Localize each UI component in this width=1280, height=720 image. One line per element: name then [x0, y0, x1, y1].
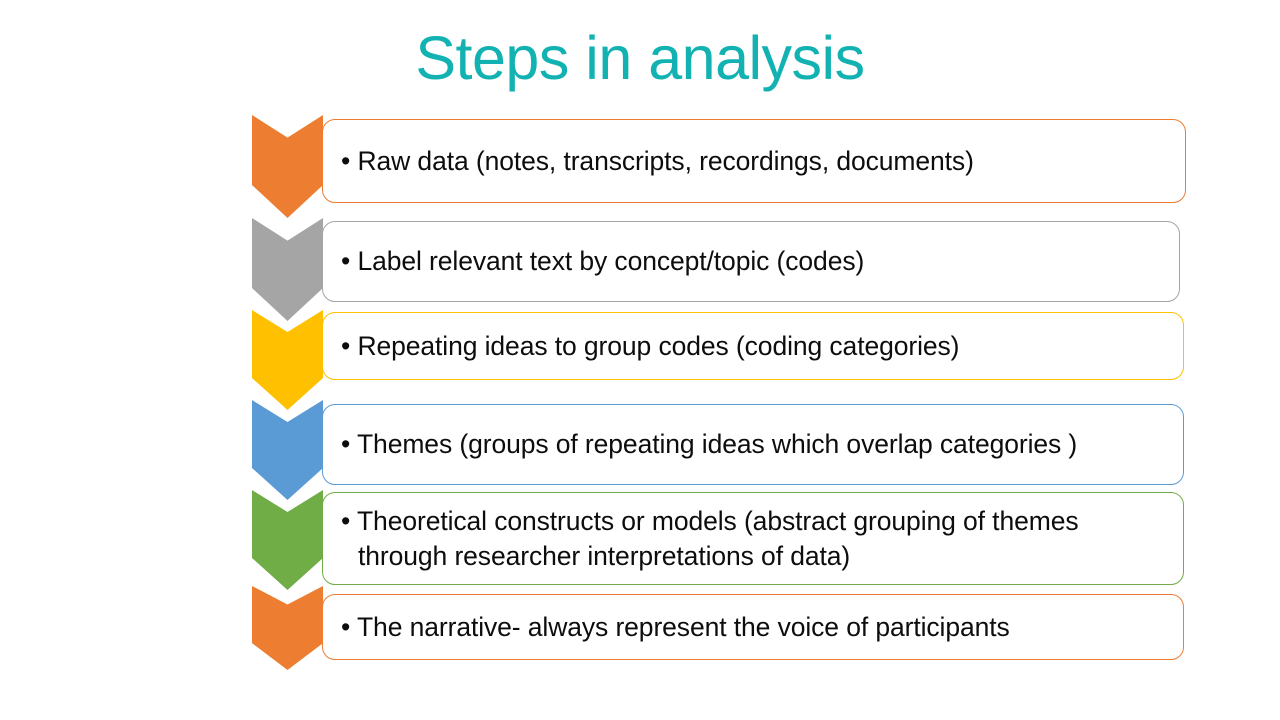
page-title: Steps in analysis — [415, 24, 865, 92]
step-text-2: • Label relevant text by concept/topic (… — [340, 244, 878, 279]
bullet-icon: • — [341, 246, 358, 276]
step-text-6: • The narrative- always represent the vo… — [340, 610, 1024, 645]
step-box-2[interactable]: • Label relevant text by concept/topic (… — [322, 221, 1180, 302]
step-text-4: • Themes (groups of repeating ideas whic… — [340, 427, 1091, 462]
step-label-4: Themes (groups of repeating ideas which … — [356, 429, 1078, 459]
step-box-3[interactable]: • Repeating ideas to group codes (coding… — [322, 312, 1184, 380]
chevron-arrow-4 — [252, 400, 323, 500]
step-label-2: Label relevant text by concept/topic (co… — [357, 246, 865, 276]
step-label-6: The narrative- always represent the voic… — [356, 611, 1010, 642]
step-text-5: • Theoretical constructs or models (abst… — [340, 504, 1183, 574]
step-box-6[interactable]: • The narrative- always represent the vo… — [322, 594, 1184, 660]
bullet-icon: • — [341, 429, 357, 459]
step-label-5: Theoretical constructs or models (abstra… — [356, 505, 1079, 571]
bullet-icon: • — [341, 330, 358, 361]
chevron-arrow-2 — [252, 218, 323, 321]
step-label-3: Repeating ideas to group codes (coding c… — [357, 330, 960, 361]
chevron-arrow-1 — [252, 115, 323, 218]
step-box-1[interactable]: • Raw data (notes, transcripts, recordin… — [322, 119, 1186, 203]
bullet-icon: • — [341, 611, 357, 642]
chevron-arrow-5 — [252, 490, 323, 590]
chevron-arrow-6 — [252, 586, 323, 670]
step-box-4[interactable]: • Themes (groups of repeating ideas whic… — [322, 404, 1184, 485]
chevron-arrow-3 — [252, 310, 323, 410]
bullet-icon: • — [341, 145, 358, 176]
step-box-5[interactable]: • Theoretical constructs or models (abst… — [322, 492, 1184, 585]
bullet-icon: • — [341, 505, 357, 536]
step-label-1: Raw data (notes, transcripts, recordings… — [357, 145, 974, 176]
step-text-1: • Raw data (notes, transcripts, recordin… — [340, 144, 988, 179]
step-text-3: • Repeating ideas to group codes (coding… — [340, 329, 973, 364]
